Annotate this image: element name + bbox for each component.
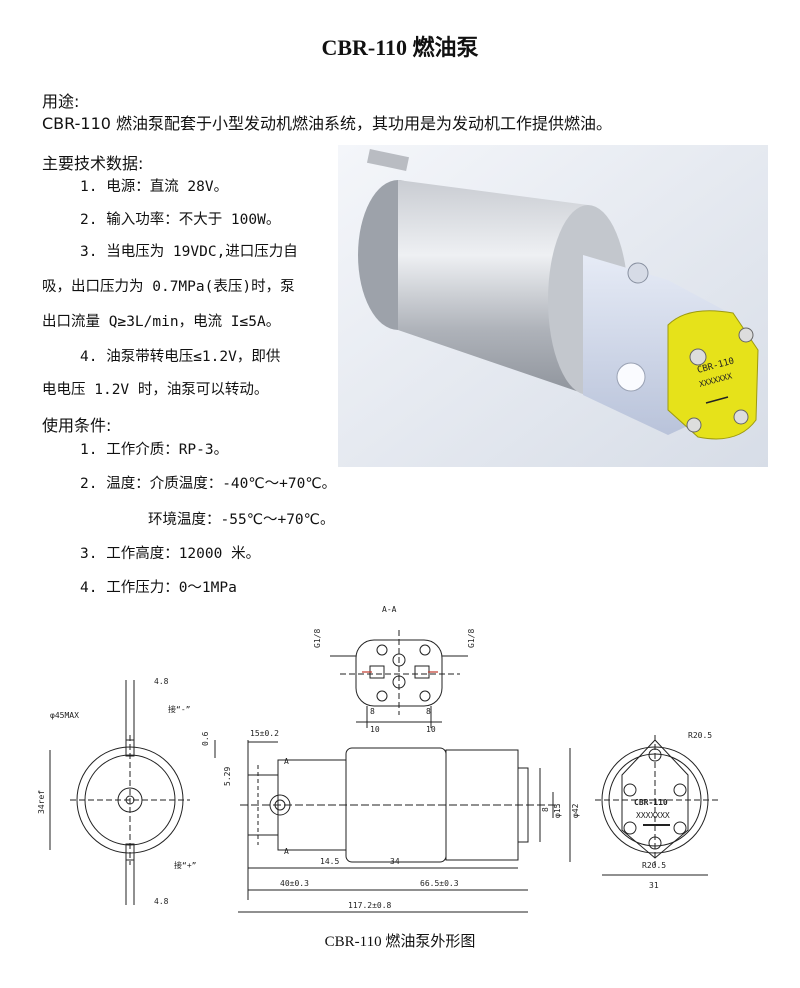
dim-34: 34	[390, 857, 400, 866]
section-mark-a-bottom: A	[284, 847, 289, 856]
dim-phi42: φ42	[571, 803, 580, 818]
dim-66-5: 66.5±0.3	[420, 879, 459, 888]
dim-117-2: 117.2±0.8	[348, 901, 392, 910]
purpose-heading: 用途:	[42, 92, 80, 111]
page-title: CBR-110 燃油泵	[321, 35, 479, 60]
spec-item: 1. 电源：直流 28V。	[80, 179, 229, 195]
neg-terminal-label: 接“-”	[168, 704, 190, 714]
condition-item: 2. 温度：介质温度：-40℃～+70℃。	[80, 476, 337, 492]
figure-caption: CBR-110 燃油泵外形图	[324, 934, 476, 950]
dim-5-29: 5.29	[223, 767, 232, 786]
outline-drawing: A-A G1/8 G1/8 8 8 10 10 4.8 4.8 φ45MAX 接…	[37, 605, 720, 913]
dim-port-left: G1/8	[313, 629, 322, 648]
dim-10a: 10	[370, 725, 380, 734]
dim-8b: 8	[426, 707, 431, 716]
conditions-heading: 使用条件:	[42, 416, 112, 435]
dim-phi15: φ15	[553, 803, 562, 818]
face-model-text: CBR-110	[634, 798, 668, 807]
section-label: A-A	[382, 605, 397, 614]
pump-render-image: CBR-110 XXXXXXX	[338, 145, 768, 467]
condition-item: 环境温度：-55℃～+70℃。	[148, 512, 335, 528]
dim-10b: 10	[426, 725, 436, 734]
dim-0-6: 0.6	[201, 731, 210, 746]
dim-4-8-top: 4.8	[154, 677, 169, 686]
spec-item: 2. 输入功率：不大于 100W。	[80, 212, 281, 228]
pos-terminal-label: 接“+”	[174, 860, 196, 870]
dim-r20-5-top: R20.5	[688, 731, 712, 740]
dim-4-8-bottom: 4.8	[154, 897, 169, 906]
spec-item: 出口流量 Q≥3L/min，电流 I≤5A。	[42, 314, 281, 330]
condition-item: 4. 工作压力：0～1MPa	[80, 580, 237, 596]
spec-item: 电电压 1.2V 时，油泵可以转动。	[42, 382, 269, 398]
dim-14-5: 14.5	[320, 857, 339, 866]
spec-item: 3. 当电压为 19VDC,进口压力自	[80, 244, 298, 260]
condition-item: 3. 工作高度：12000 米。	[80, 546, 261, 562]
dim-8c: 8	[541, 807, 550, 812]
section-mark-a-top: A	[284, 757, 289, 766]
dim-8a: 8	[370, 707, 375, 716]
dim-r20-5-bottom: R20.5	[642, 861, 666, 870]
dim-15: 15±0.2	[250, 729, 279, 738]
dim-phi45: φ45MAX	[50, 711, 79, 720]
dim-31: 31	[649, 881, 659, 890]
face-serial-text: XXXXXXX	[636, 811, 670, 820]
pump-nameplate	[667, 310, 759, 440]
purpose-text: CBR-110 燃油泵配套于小型发动机燃油系统，其功用是为发动机工作提供燃油。	[42, 114, 613, 133]
condition-item: 1. 工作介质：RP-3。	[80, 442, 229, 458]
specs-heading: 主要技术数据:	[42, 154, 144, 173]
dim-40: 40±0.3	[280, 879, 309, 888]
spec-item: 4. 油泵带转电压≤1.2V，即供	[80, 349, 281, 365]
dim-34ref: 34ref	[37, 790, 46, 814]
dim-port-right: G1/8	[467, 629, 476, 648]
spec-item: 吸，出口压力为 0.7MPa(表压)时，泵	[42, 279, 295, 295]
